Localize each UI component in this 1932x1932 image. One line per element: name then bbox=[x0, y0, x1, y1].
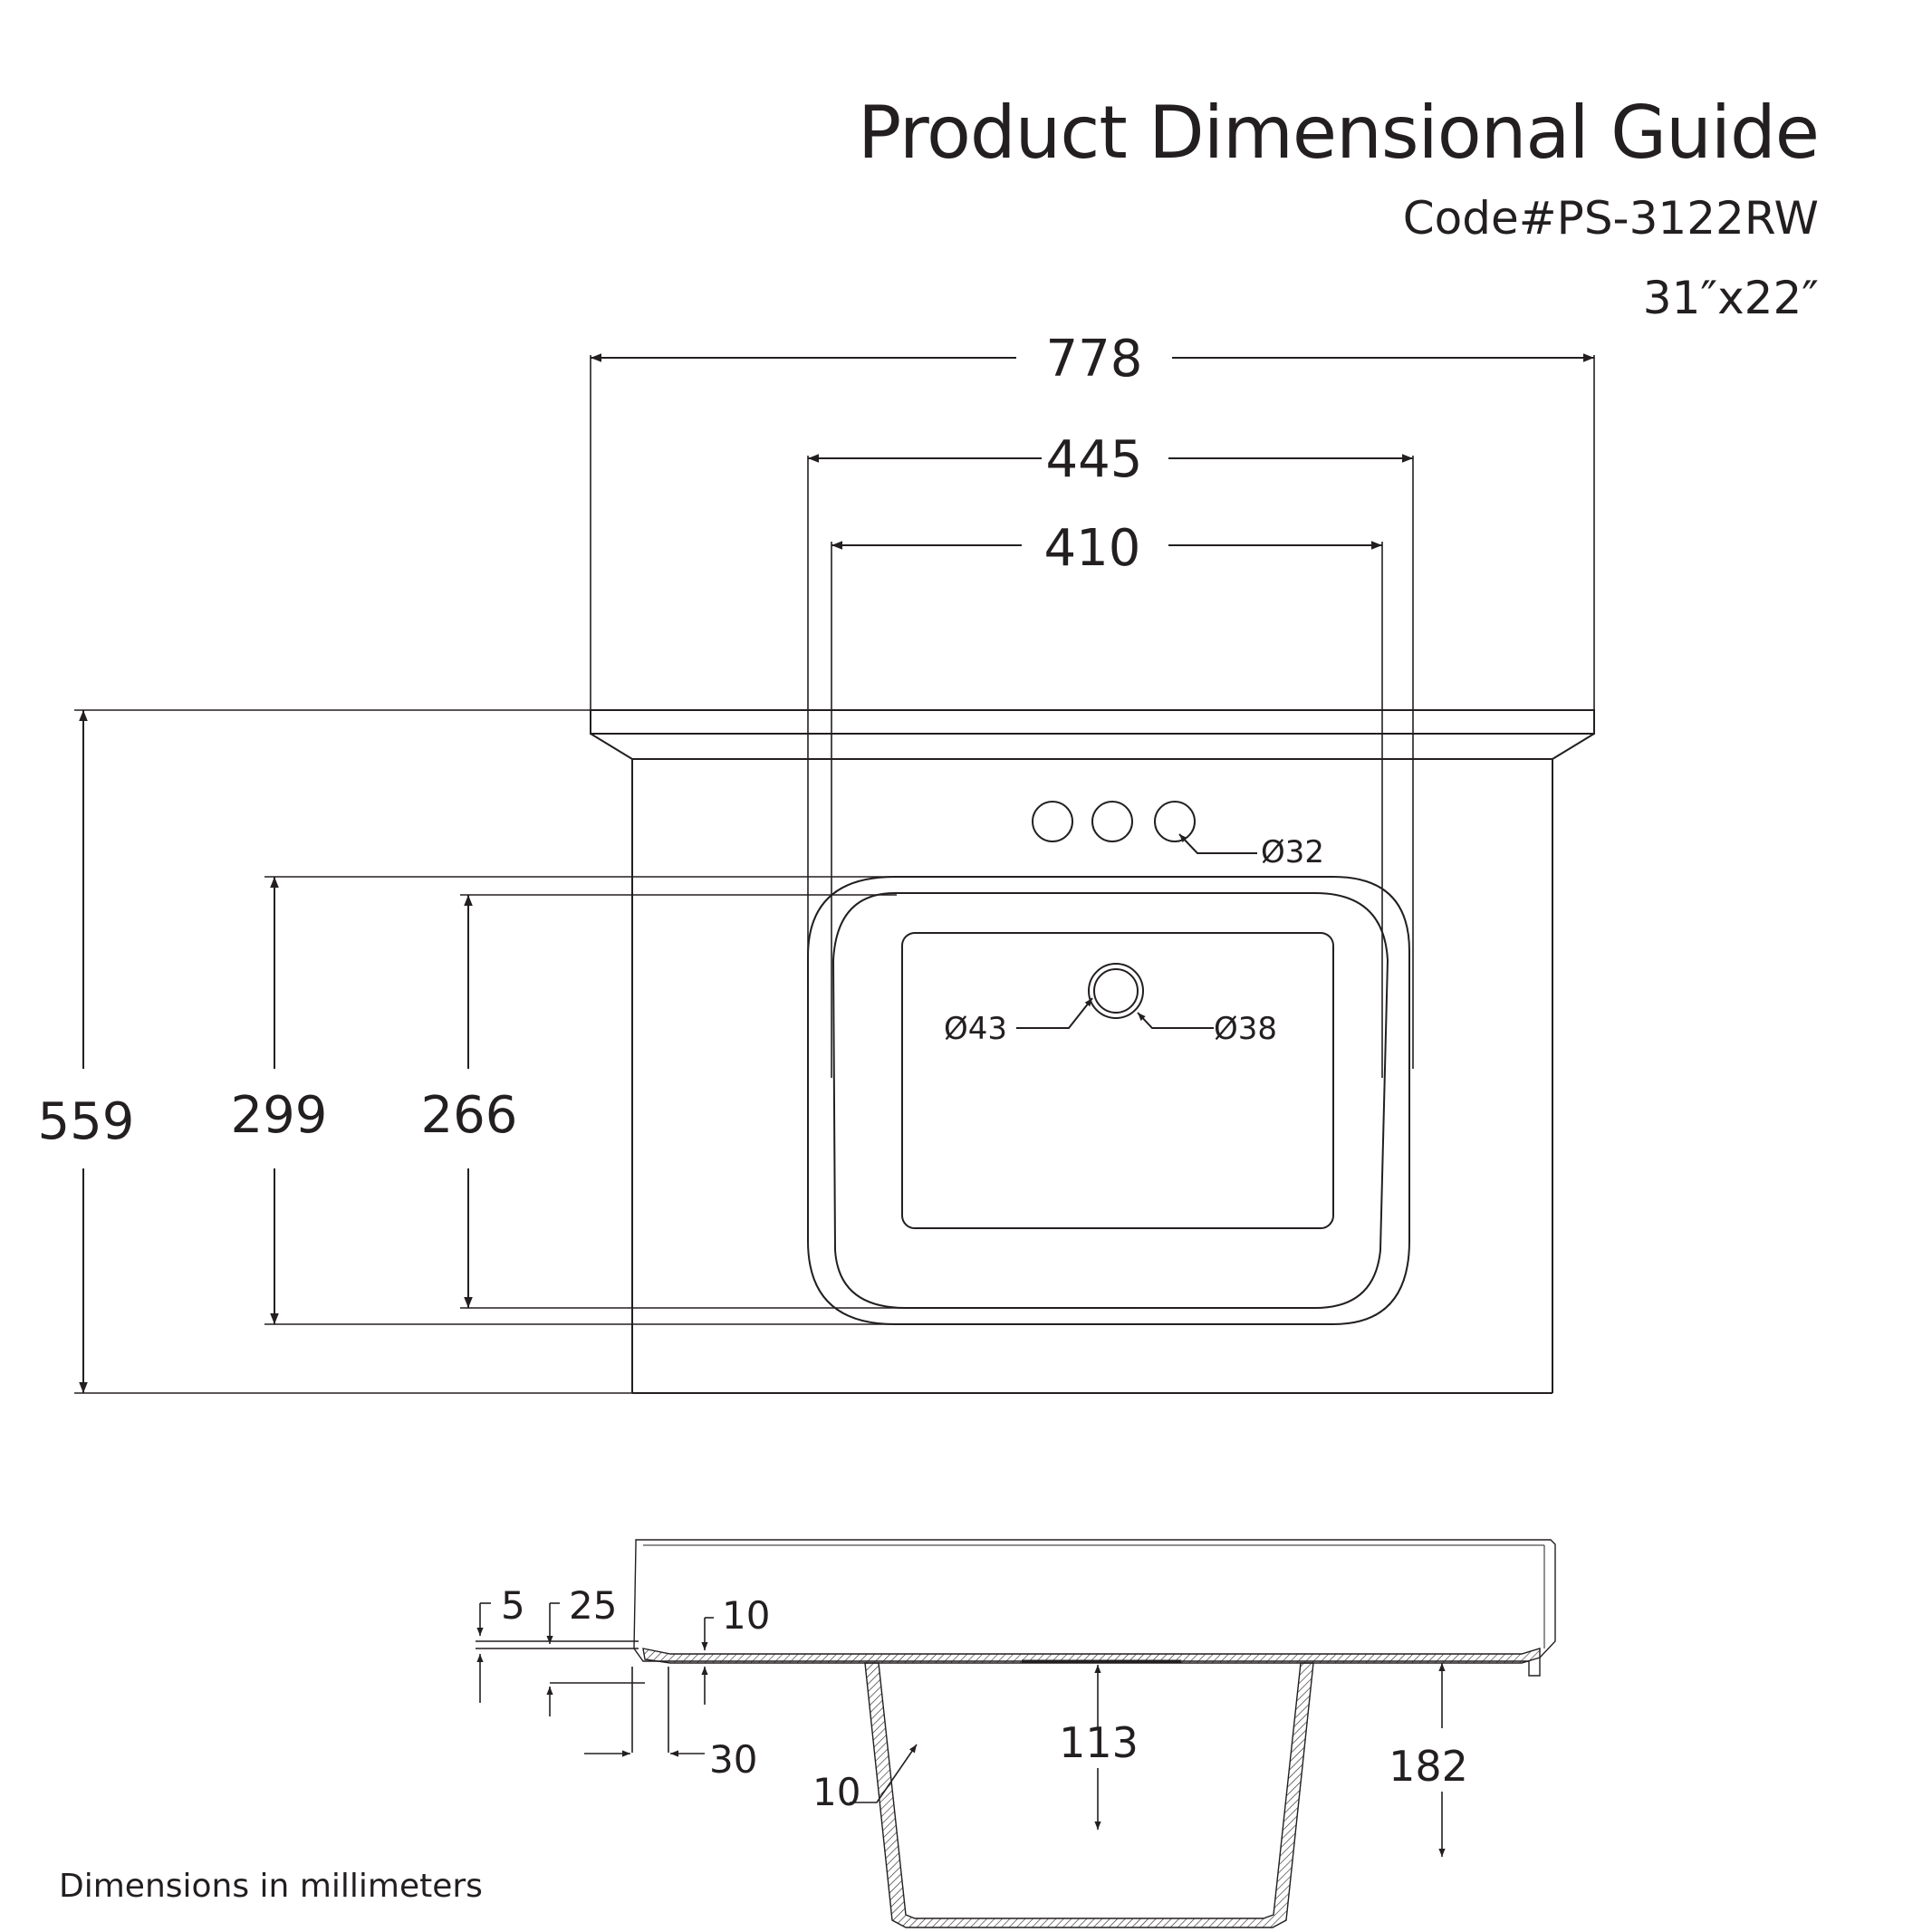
countertop-top-view bbox=[590, 709, 1595, 1394]
dim-section-10-top: 10 bbox=[722, 1593, 770, 1638]
dim-section-25: 25 bbox=[569, 1583, 617, 1628]
extension-lines bbox=[74, 355, 1595, 1394]
dim-section-182: 182 bbox=[1389, 1742, 1468, 1791]
dim-bowl-inner-width: 410 bbox=[1044, 519, 1141, 578]
dimension-lines bbox=[79, 353, 1594, 1393]
drain-inner bbox=[1093, 968, 1139, 1014]
dim-drain-outer: Ø43 bbox=[944, 1011, 1007, 1047]
page-title: Product Dimensional Guide bbox=[857, 91, 1820, 175]
drain-outer bbox=[1088, 963, 1144, 1019]
dim-bowl-outer-width: 445 bbox=[1046, 430, 1143, 489]
dim-section-5: 5 bbox=[501, 1583, 525, 1628]
dim-overall-depth: 559 bbox=[38, 1092, 135, 1151]
bowl-outline bbox=[807, 876, 1410, 1325]
product-size: 31″x22″ bbox=[1642, 272, 1819, 324]
faucet-holes bbox=[1032, 801, 1196, 842]
dim-bowl-inner-depth: 266 bbox=[421, 1086, 518, 1145]
product-code: Code#PS-3122RW bbox=[1402, 192, 1819, 245]
section-view bbox=[633, 1539, 1556, 1928]
dim-section-10-wall: 10 bbox=[812, 1770, 860, 1814]
dim-overall-width: 778 bbox=[1046, 330, 1143, 389]
faucet-hole-right bbox=[1154, 801, 1196, 842]
dim-section-30: 30 bbox=[709, 1737, 757, 1782]
dim-faucet-hole: Ø32 bbox=[1261, 834, 1324, 870]
units-note: Dimensions in millimeters bbox=[59, 1868, 483, 1905]
section-dimension-lines bbox=[476, 1602, 1446, 1857]
faucet-hole-left bbox=[1032, 801, 1073, 842]
dim-bowl-outer-depth: 299 bbox=[231, 1086, 328, 1145]
dim-section-113: 113 bbox=[1059, 1718, 1139, 1767]
dim-drain-inner: Ø38 bbox=[1214, 1011, 1277, 1047]
faucet-hole-center bbox=[1091, 801, 1133, 842]
